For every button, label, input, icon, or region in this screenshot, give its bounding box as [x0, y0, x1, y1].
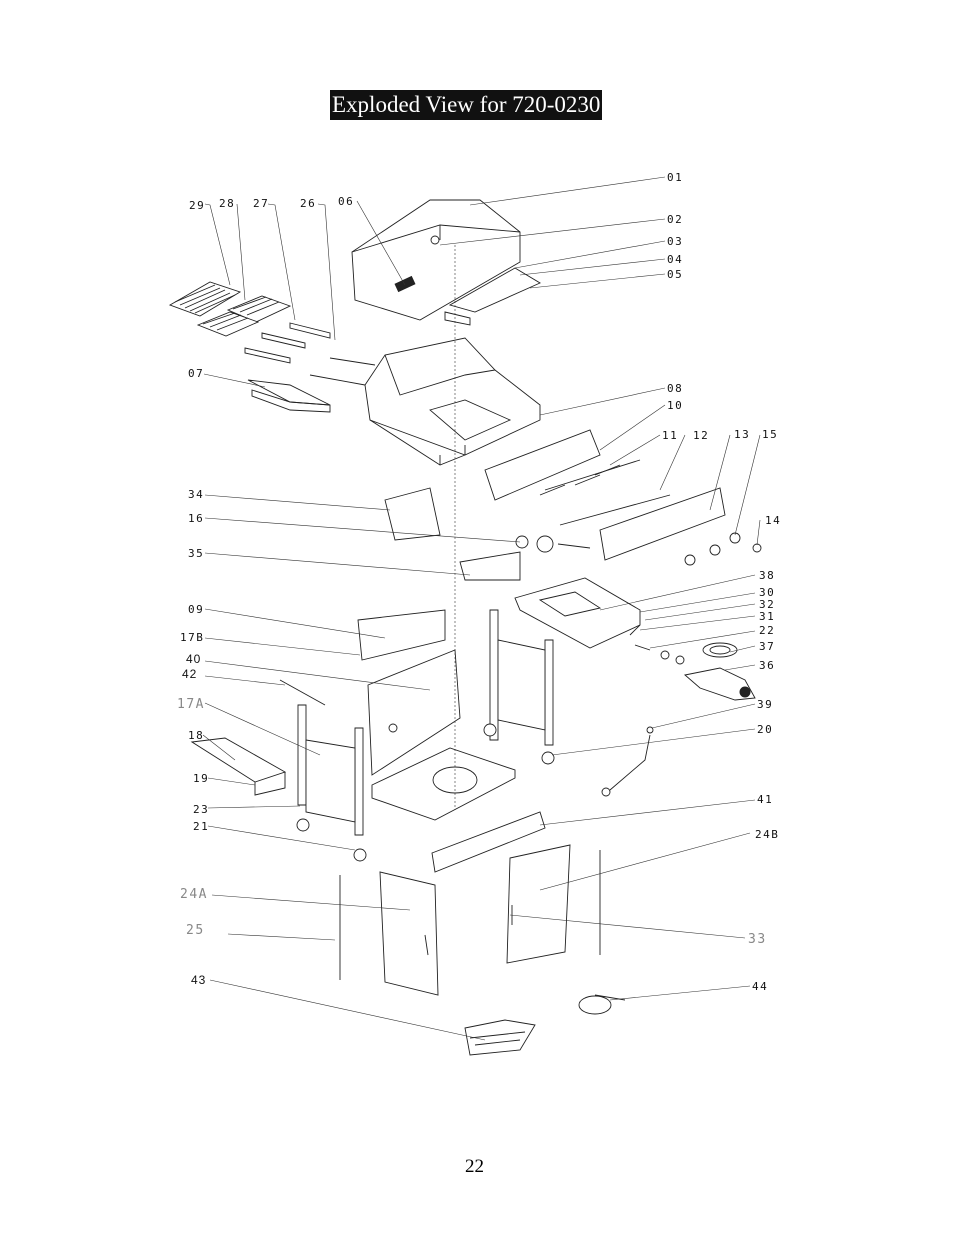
callout-14: 14	[765, 514, 781, 527]
callout-15: 15	[762, 428, 778, 441]
callout-31: 31	[759, 610, 775, 623]
callout-19: 19	[193, 772, 209, 785]
callout-26: 26	[300, 197, 316, 210]
callout-22: 22	[759, 624, 775, 637]
grease-tray	[247, 379, 331, 413]
callout-32: 32	[759, 598, 775, 611]
callout-33: 33	[748, 932, 767, 947]
lid-handle	[444, 267, 541, 326]
callout-20: 20	[757, 723, 773, 736]
page-title: Exploded View for 720-0230	[330, 90, 603, 120]
casters	[296, 723, 555, 862]
callout-40: 40	[186, 652, 201, 666]
callout-42: 42	[182, 667, 197, 681]
callout-37: 37	[759, 640, 775, 653]
front-rail	[431, 811, 546, 873]
callout-12: 12	[693, 429, 709, 442]
callout-17A: 17A	[177, 697, 205, 712]
callout-38: 38	[759, 569, 775, 582]
callout-06: 06	[338, 195, 354, 208]
firebox	[364, 337, 541, 466]
callout-05: 05	[667, 268, 683, 281]
drip-tray	[190, 737, 287, 796]
callout-09: 09	[188, 603, 204, 616]
callout-24B: 24B	[755, 828, 779, 841]
side-burner-parts	[384, 487, 591, 581]
callout-23: 23	[193, 803, 209, 816]
callout-08: 08	[667, 382, 683, 395]
callout-03: 03	[667, 235, 683, 248]
callout-18: 18	[188, 729, 204, 742]
callout-27: 27	[253, 197, 269, 210]
callout-02: 02	[667, 213, 683, 226]
page-number: 22	[465, 1156, 484, 1177]
callout-36: 36	[759, 659, 775, 672]
towel-bar	[578, 994, 626, 1015]
callout-07: 07	[188, 367, 204, 380]
burners	[539, 459, 762, 566]
callout-11: 11	[662, 429, 678, 442]
callout-17B: 17B	[180, 631, 204, 644]
cart-frame	[297, 609, 554, 836]
callout-34: 34	[188, 488, 204, 501]
cooking-grates	[168, 281, 292, 337]
storage-basket	[464, 1019, 536, 1056]
callout-24A: 24A	[180, 887, 208, 902]
callout-41: 41	[757, 793, 773, 806]
callout-30: 30	[759, 586, 775, 599]
doors	[339, 844, 601, 996]
flame-tamers	[244, 322, 376, 386]
callout-13: 13	[734, 428, 750, 441]
callout-16: 16	[188, 512, 204, 525]
callout-01: 01	[667, 171, 683, 184]
callout-10: 10	[667, 399, 683, 412]
callout-labels: 01 02 03 04 05 06 07 08 10 11 12 13 15 1…	[177, 171, 781, 993]
callout-35: 35	[188, 547, 204, 560]
callout-04: 04	[667, 253, 683, 266]
callout-43: 43	[191, 973, 206, 987]
callout-29: 29	[189, 199, 205, 212]
callout-25: 25	[186, 923, 205, 938]
callout-28: 28	[219, 197, 235, 210]
callout-39: 39	[757, 698, 773, 711]
control-panel	[484, 429, 726, 561]
side-burner-assembly	[684, 642, 756, 701]
leader-lines	[202, 176, 761, 1041]
lighter-rod	[279, 679, 654, 797]
side-shelf	[514, 577, 685, 665]
callout-21: 21	[193, 820, 209, 833]
callout-44: 44	[752, 980, 768, 993]
